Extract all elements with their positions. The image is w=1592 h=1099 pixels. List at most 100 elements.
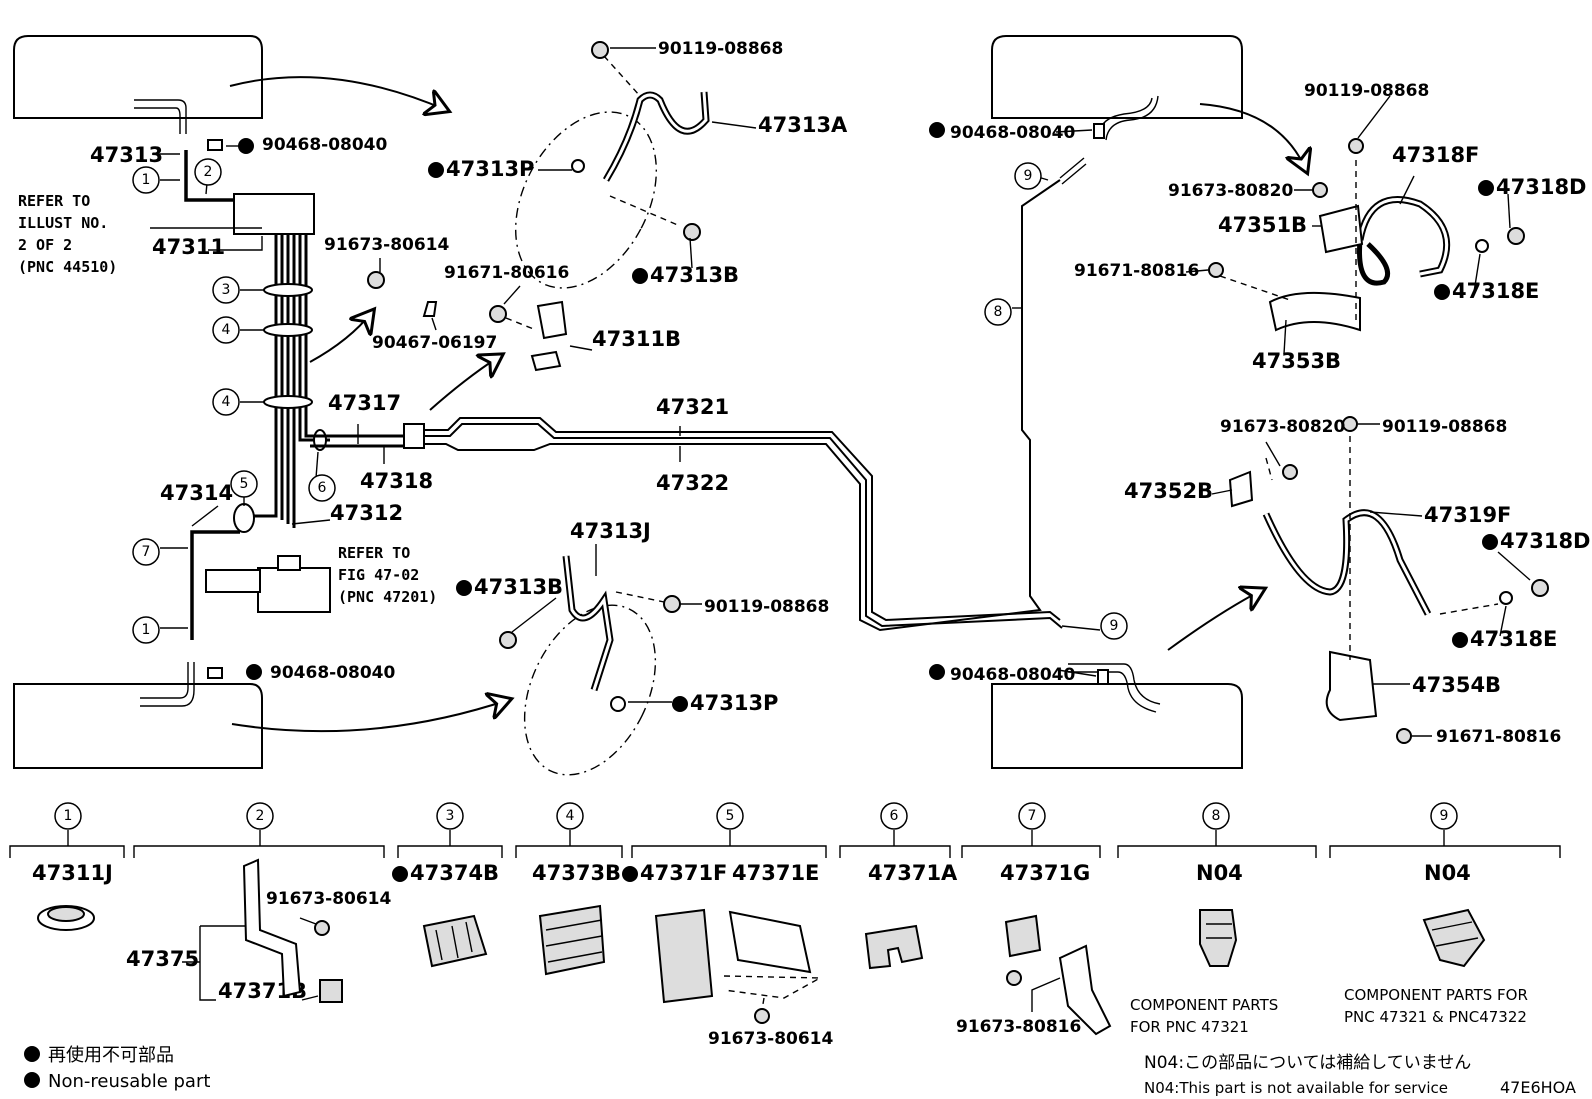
detail-5-dash — [723, 975, 823, 1011]
bolt-91673-80820-b — [1282, 464, 1298, 480]
ref2-line2: FIG 47-02 — [338, 566, 419, 584]
callout-1-top: 1 — [142, 172, 151, 188]
ref1-line3: 2 OF 2 — [18, 236, 72, 254]
label-47319F: 47319F — [1424, 503, 1511, 527]
label-47313A: 47313A — [758, 113, 848, 137]
connector-N04-9-detail — [1431, 921, 1479, 947]
bolt-91673-80820-a — [1312, 182, 1328, 198]
detail-7-leader — [1031, 977, 1061, 1012]
callout-9-top: 9 — [1024, 168, 1033, 184]
hose-47313A — [602, 91, 710, 182]
label-47354B: 47354B — [1412, 673, 1501, 697]
clamp-3 — [263, 283, 313, 297]
legend-n04-en: N04:This part is not available for servi… — [1144, 1079, 1448, 1097]
hose-47313J — [562, 555, 614, 692]
legend-en: Non-reusable part — [48, 1071, 210, 1092]
label-47314: 47314 — [160, 481, 233, 505]
dash-47318E-b — [1439, 603, 1499, 615]
ref-block-47201-top — [277, 555, 301, 571]
diagram-code: 47E6HOA — [1500, 1078, 1576, 1097]
detail-5-label-a: 47371F — [640, 861, 727, 885]
detail-callout-2: 2 — [256, 808, 265, 824]
bracket-47311B — [530, 300, 568, 372]
detail-6-label: 47371A — [868, 861, 958, 885]
ref1-line2: ILLUST NO. — [18, 214, 108, 232]
bracket-47353B — [1268, 291, 1361, 332]
bolt-91673-80614-d5 — [754, 1008, 770, 1024]
bolt-91673-80614-a — [367, 271, 385, 289]
connector-N04-9 — [1422, 908, 1486, 968]
bolt-90119-d — [1342, 416, 1358, 432]
label-90119-c: 90119-08868 — [1304, 81, 1429, 101]
pipe-47321 — [424, 417, 1061, 622]
bolt-91673-80816-d7 — [1006, 970, 1022, 986]
wheel-box-bottom-left — [13, 683, 263, 769]
dash-47311B — [505, 317, 537, 331]
label-90468-tr: 90468-08040 — [950, 123, 1076, 143]
detail-9-caption-2: PNC 47321 & PNC47322 — [1344, 1008, 1527, 1026]
detail-2-label-bolt: 91673-80614 — [266, 889, 392, 909]
detail-8-caption-2: FOR PNC 47321 — [1130, 1018, 1249, 1036]
clamp-4a — [263, 323, 313, 337]
dash-oval-bottom — [523, 604, 657, 776]
label-47313B-b: 47313B — [474, 575, 563, 599]
label-47313: 47313 — [90, 143, 163, 167]
detail-callout-6: 6 — [890, 808, 899, 824]
flow-arrow-mid-2 — [429, 356, 500, 411]
label-47352B: 47352B — [1124, 479, 1213, 503]
flow-arrow-top-left — [229, 76, 446, 110]
detail-1-label: 47311J — [32, 861, 113, 885]
clip-90468-bl — [207, 667, 223, 679]
detail-4-label: 47373B — [532, 861, 621, 885]
hose-47319F-inner — [1264, 511, 1430, 615]
bolt-47313B-a — [683, 223, 701, 241]
label-90468-bl: 90468-08040 — [270, 663, 396, 683]
bolt-47318D-b — [1531, 579, 1549, 597]
dash-47313B-a — [609, 195, 681, 227]
label-47311B: 47311B — [592, 327, 681, 351]
label-47318D-b: 47318D — [1500, 529, 1591, 553]
bracket-47352B — [1228, 470, 1254, 508]
washer-47313P-a — [571, 159, 585, 173]
detail-callout-1: 1 — [64, 808, 73, 824]
detail-5-label-c: 91673-80614 — [708, 1029, 834, 1049]
legend-dot-jp — [24, 1046, 40, 1062]
clip-47371G — [1004, 914, 1042, 958]
dash-91671-a — [1219, 275, 1291, 301]
label-47322: 47322 — [656, 471, 729, 495]
bolt-91671-80816-b — [1396, 728, 1412, 744]
detail-3-dot — [392, 866, 408, 882]
dot-90468-bl — [246, 664, 262, 680]
pipe-top-left-inner-2 — [134, 107, 181, 134]
detail-callout-7: 7 — [1028, 808, 1037, 824]
clip-47371A — [864, 924, 924, 970]
callout-8: 8 — [994, 304, 1003, 320]
label-47353B: 47353B — [1252, 349, 1341, 373]
dot-90468-tr — [929, 122, 945, 138]
clip-90467 — [422, 301, 438, 317]
label-90119-b: 90119-08868 — [704, 597, 829, 617]
bolt-90119-b — [663, 595, 681, 613]
clip-90468-tl — [207, 139, 223, 151]
dot-90468-br — [929, 664, 945, 680]
wheel-box-bottom-right — [991, 683, 1243, 769]
label-47318E-a: 47318E — [1452, 279, 1539, 303]
clamp-47373B-detail — [545, 919, 603, 963]
pipe-47322 — [424, 179, 1061, 632]
callout-6: 6 — [318, 480, 327, 496]
detail-8-label: N04 — [1196, 861, 1243, 885]
pipe-top-right — [1059, 157, 1087, 185]
callout-3: 3 — [222, 282, 231, 298]
detail-callout-9: 9 — [1440, 808, 1449, 824]
plate-47371E — [728, 910, 812, 974]
ref-block-47201 — [257, 567, 331, 613]
label-47318: 47318 — [360, 469, 433, 493]
detail-9-caption-1: COMPONENT PARTS FOR — [1344, 986, 1528, 1004]
label-90119-a: 90119-08868 — [658, 39, 783, 59]
callout-9-bottom: 9 — [1110, 618, 1119, 634]
dash-90119-a — [603, 55, 641, 97]
ref2-line1: REFER TO — [338, 544, 410, 562]
label-47318F: 47318F — [1392, 143, 1479, 167]
detail-3-label: 47374B — [410, 861, 499, 885]
